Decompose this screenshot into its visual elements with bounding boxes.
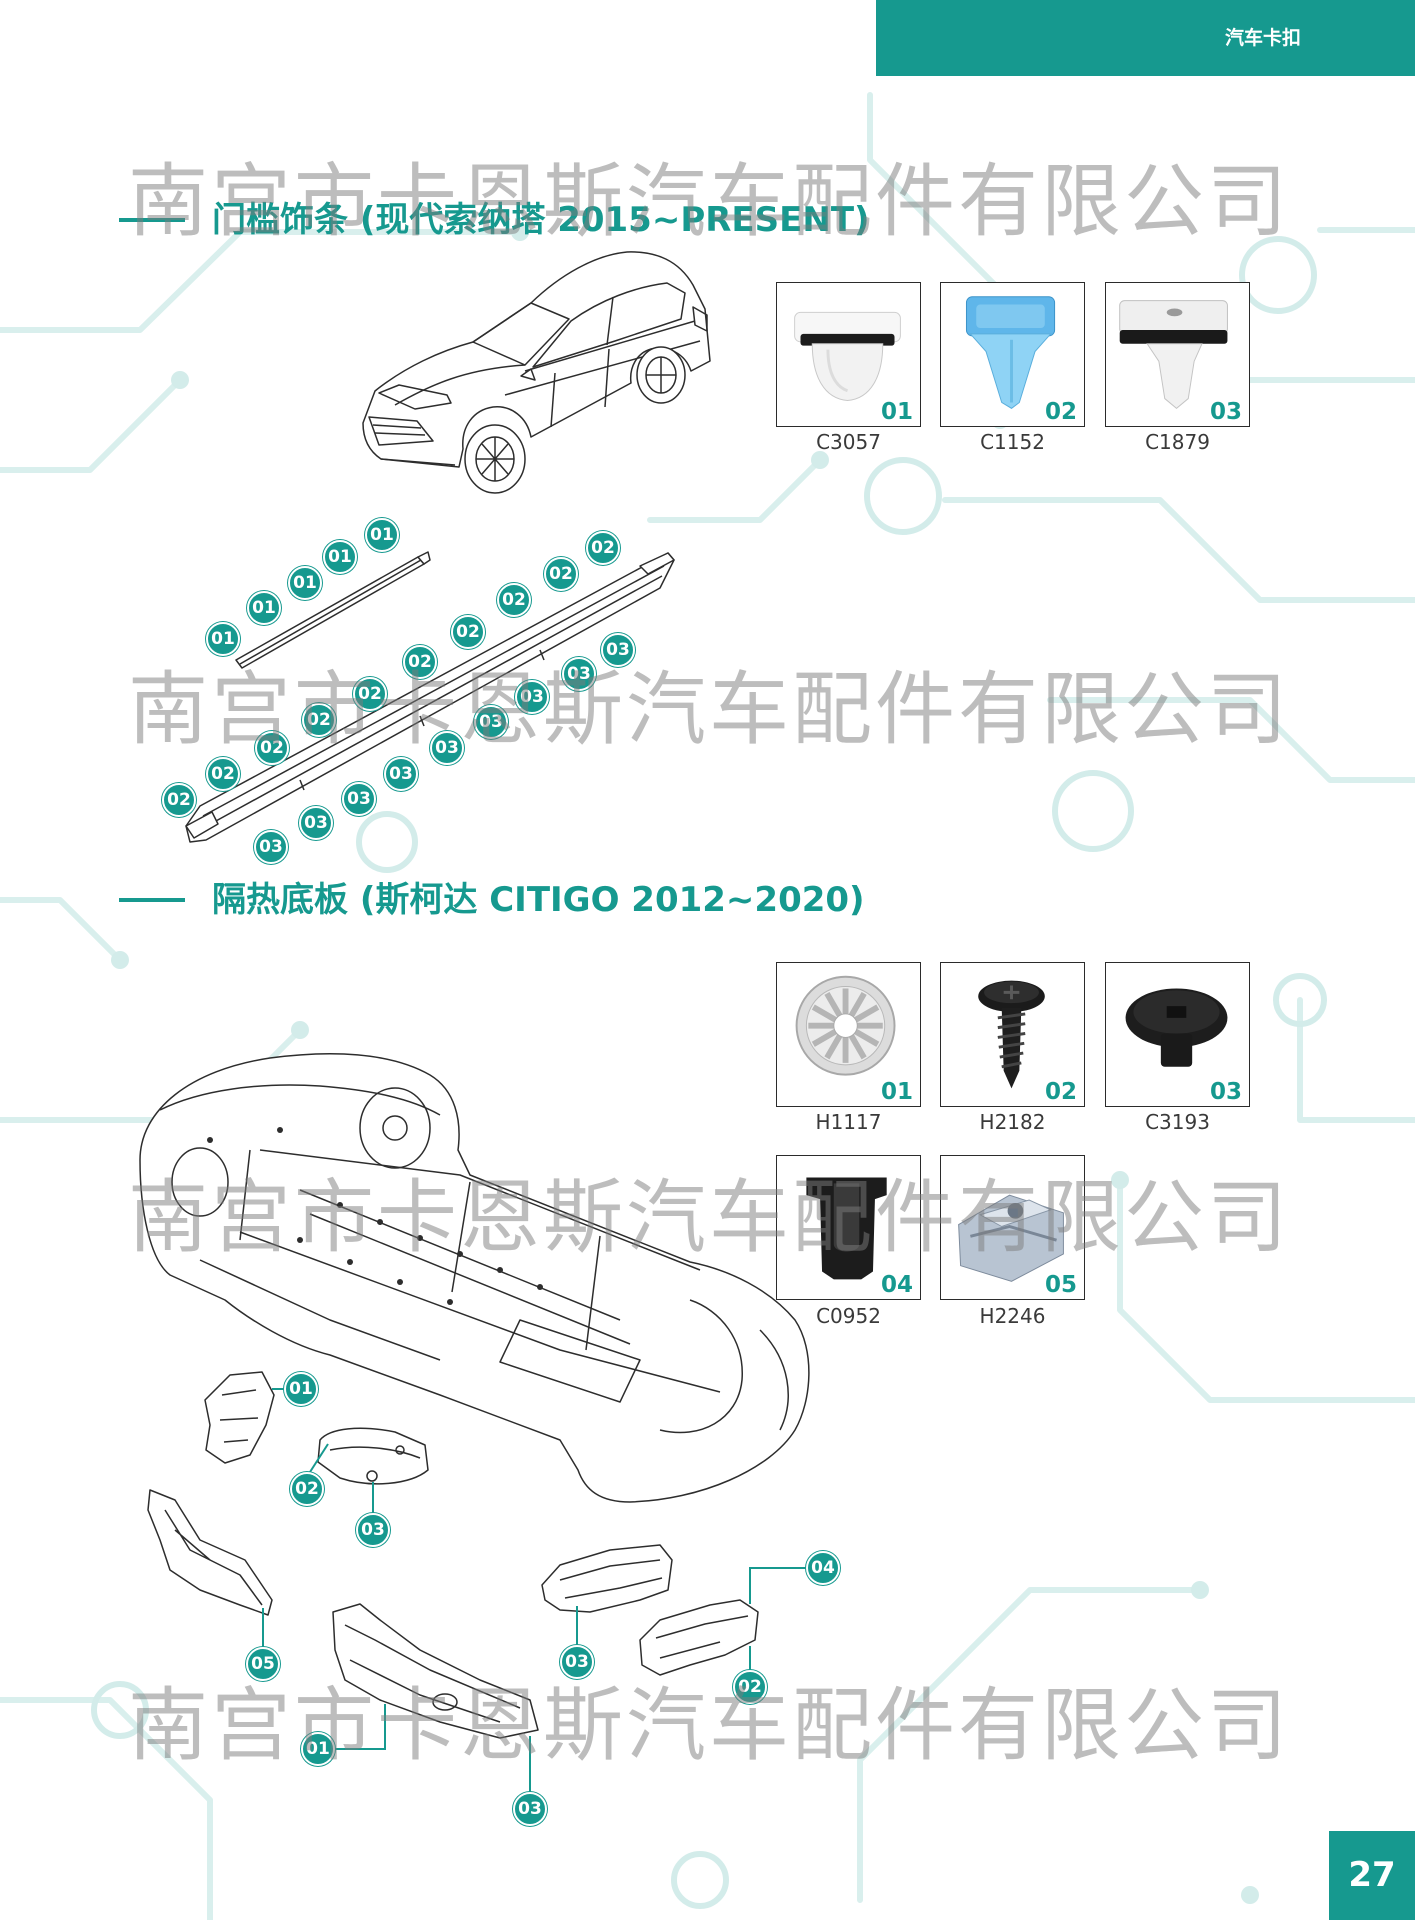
side-skirt [185, 552, 675, 843]
callout-badge: 01 [247, 591, 281, 625]
callout-badge: 03 [474, 705, 508, 739]
callout-badge: 02 [586, 531, 620, 565]
product-number: 02 [1044, 1079, 1077, 1105]
product-number: 01 [880, 399, 913, 425]
watermark: 南宫市卡恩斯汽车配件有限公司 [128, 155, 1290, 248]
door-sill-illustration [185, 251, 711, 843]
callout-badge: 02 [497, 583, 531, 617]
callout-badge: 02 [162, 783, 196, 817]
metal-u-nut-image [958, 1194, 1064, 1282]
callout-badge: 03 [513, 1792, 547, 1826]
callout-badge: 01 [284, 1372, 318, 1406]
callout-badge: 03 [560, 1645, 594, 1679]
callout-badge: 03 [562, 657, 596, 691]
callout-badge: 03 [356, 1513, 390, 1547]
section-title: 门槛饰条 (现代索纳塔 2015~PRESENT) [212, 200, 870, 240]
product-code: C3193 [1145, 1110, 1210, 1134]
callout-badge: 03 [601, 633, 635, 667]
product-number: 03 [1209, 1079, 1242, 1105]
callout-badge: 02 [206, 757, 240, 791]
product-code: C1152 [980, 430, 1045, 454]
callout-badge: 01 [365, 518, 399, 552]
callout-badge: 01 [323, 540, 357, 574]
square-head-clip-image [1119, 300, 1228, 409]
product-number: 01 [880, 1079, 913, 1105]
callout-badge: 03 [384, 757, 418, 791]
callout-badge: 01 [301, 1732, 335, 1766]
callout-badge: 02 [403, 645, 437, 679]
blue-plastic-clip-image [965, 296, 1056, 409]
car-illustration [362, 251, 711, 494]
callout-badge: 03 [299, 806, 333, 840]
watermark: 南宫市卡恩斯汽车配件有限公司 [128, 1171, 1290, 1264]
heat-shield-part [147, 1489, 273, 1616]
callout-badge: 02 [544, 557, 578, 591]
product-code: H1117 [815, 1110, 882, 1134]
heat-shield-part [541, 1544, 673, 1613]
callout-badge: 02 [353, 677, 387, 711]
section-marker-line [119, 898, 185, 902]
callout-badge: 02 [255, 731, 289, 765]
product-code: H2182 [979, 1110, 1046, 1134]
product-card[interactable]: 02 [940, 962, 1085, 1107]
product-number: 05 [1044, 1272, 1077, 1298]
product-card[interactable]: 05 [940, 1155, 1085, 1300]
leader-line [262, 1388, 806, 1792]
heat-shield-part [204, 1371, 275, 1464]
category-tag: 汽车卡扣 [1225, 27, 1302, 49]
product-card[interactable]: 03 [1105, 962, 1250, 1107]
black-screw-image [978, 980, 1045, 1089]
category-banner: 汽车卡扣 [876, 0, 1415, 76]
product-code: C0952 [816, 1304, 881, 1328]
callout-badge: 03 [515, 680, 549, 714]
heat-shield-part [332, 1603, 539, 1739]
callout-badge: 05 [246, 1647, 280, 1681]
product-code: C3057 [816, 430, 881, 454]
product-code: C1879 [1145, 430, 1210, 454]
callout-badge: 01 [206, 622, 240, 656]
callout-badge: 02 [733, 1670, 767, 1704]
section-title: 隔热底板 (斯柯达 CITIGO 2012~2020) [212, 880, 865, 920]
product-card[interactable]: 02 [940, 282, 1085, 427]
heat-shield-part [639, 1599, 759, 1676]
white-plastic-clip-image [794, 311, 901, 402]
heat-shield-illustration [139, 1053, 810, 1792]
product-card[interactable]: 04 [776, 1155, 921, 1300]
callout-badge: 02 [451, 615, 485, 649]
callout-badge: 01 [288, 566, 322, 600]
callout-badge: 03 [342, 782, 376, 816]
heat-shield-part [317, 1427, 429, 1485]
callout-badge: 02 [290, 1472, 324, 1506]
product-code: H2246 [979, 1304, 1046, 1328]
star-lock-washer-image [795, 975, 896, 1076]
watermark: 南宫市卡恩斯汽车配件有限公司 [128, 1679, 1290, 1772]
callout-badge: 03 [430, 731, 464, 765]
product-card[interactable]: 03 [1105, 282, 1250, 427]
product-card[interactable]: 01 [776, 282, 921, 427]
callout-badge: 02 [302, 703, 336, 737]
callout-badge: 04 [806, 1551, 840, 1585]
underbody-illustration [139, 1053, 810, 1503]
door-sill-trim-strip [235, 551, 431, 669]
product-card[interactable]: 01 [776, 962, 921, 1107]
black-flange-screw-image [1125, 988, 1228, 1067]
product-number: 03 [1209, 399, 1242, 425]
product-number: 02 [1044, 399, 1077, 425]
product-number: 04 [880, 1272, 913, 1298]
callout-badge: 03 [254, 830, 288, 864]
page-number: 27 [1329, 1831, 1415, 1920]
black-push-clip-image [806, 1177, 887, 1280]
section-marker-line [119, 218, 185, 222]
watermark: 南宫市卡恩斯汽车配件有限公司 [128, 663, 1290, 756]
